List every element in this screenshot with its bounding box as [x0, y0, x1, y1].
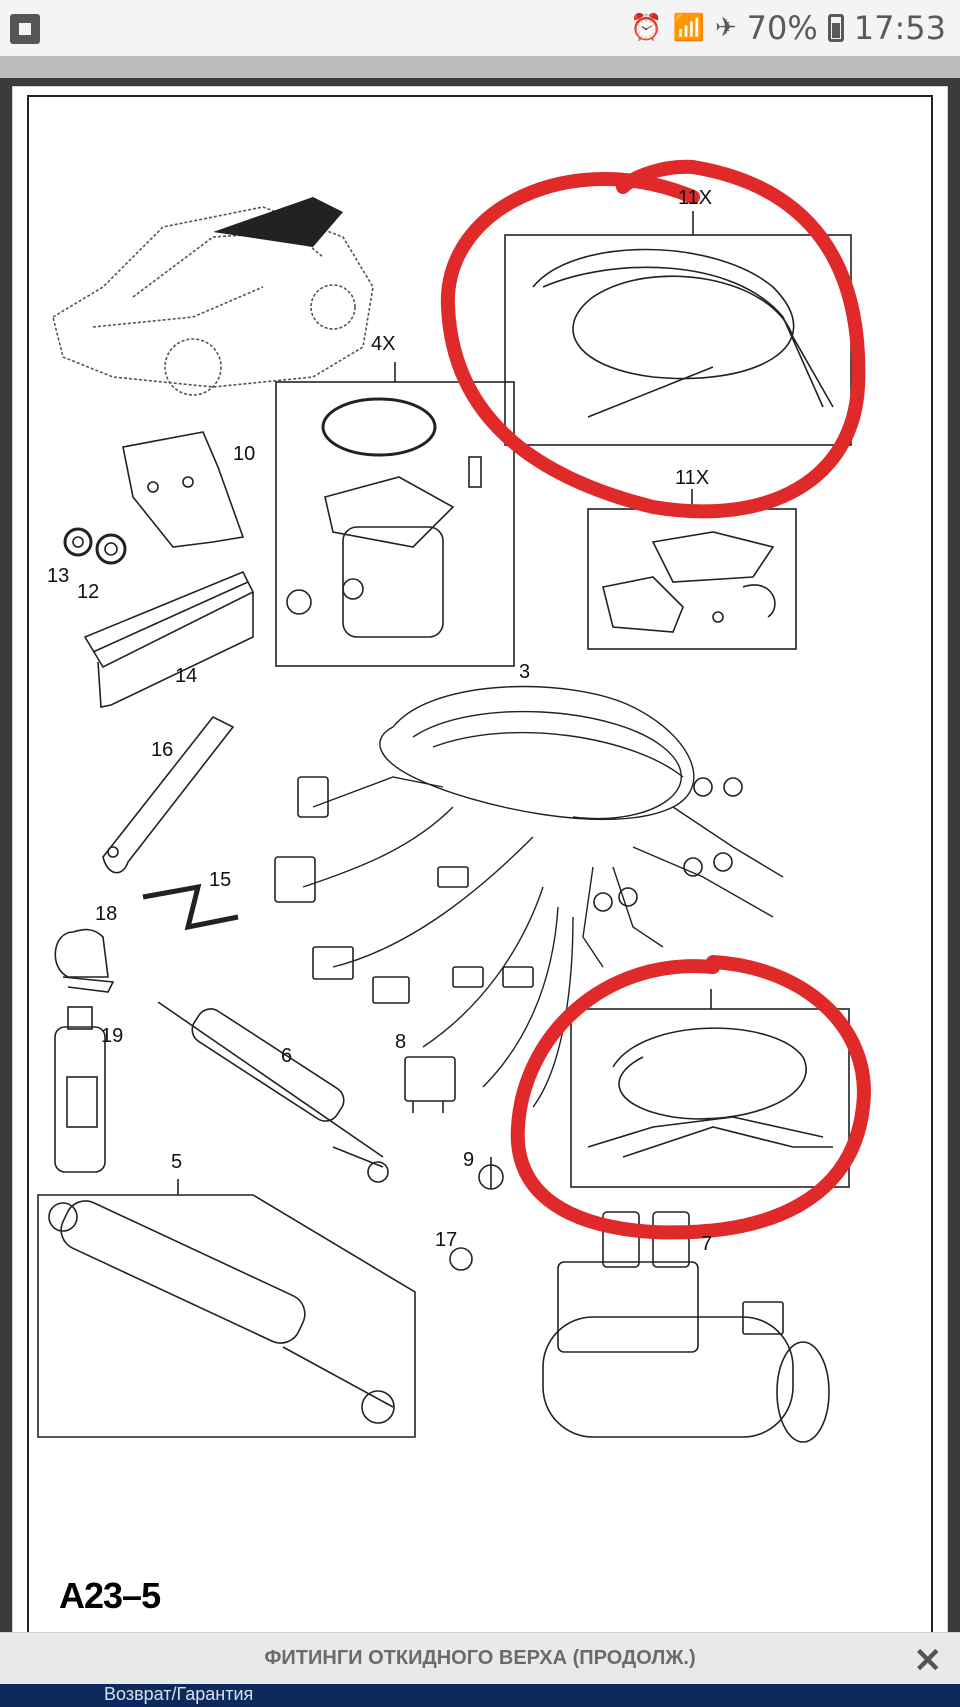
callout-11x-top: 11X [678, 187, 713, 209]
battery-percent: 70% [746, 9, 818, 47]
callout-12: 12 [77, 581, 100, 603]
callout-15: 15 [209, 869, 232, 891]
page-frame [27, 95, 933, 1647]
callout-14: 14 [175, 665, 198, 687]
callout-13: 13 [47, 565, 70, 587]
callout-18: 18 [95, 903, 118, 925]
wifi-icon: 📶 [672, 13, 705, 43]
parts-diagram-page[interactable]: 4X 11X 11X 10 13 12 14 3 16 15 18 19 6 8… [12, 86, 948, 1647]
callout-10: 10 [233, 443, 256, 465]
callout-8: 8 [395, 1031, 407, 1053]
callout-7: 7 [701, 1233, 713, 1255]
airplane-icon: ✈ [714, 13, 737, 43]
parts-diagram-drawing [37, 159, 871, 1443]
callout-11x: 11X [675, 467, 710, 489]
app-notification-icon [10, 14, 40, 44]
caption-title: ФИТИНГИ ОТКИДНОГО ВЕРХА (ПРОДОЛЖ.) [264, 1647, 696, 1669]
battery-icon [827, 14, 844, 42]
caption-bar: ФИТИНГИ ОТКИДНОГО ВЕРХА (ПРОДОЛЖ.) ✕ [0, 1632, 960, 1684]
callout-19: 19 [101, 1025, 124, 1047]
callout-4x: 4X [371, 333, 396, 355]
status-indicators: ⏰ 📶 ✈ 70% 17:53 [630, 8, 946, 48]
clock: 17:53 [853, 9, 946, 47]
alarm-icon: ⏰ [630, 13, 663, 43]
car-illustration [52, 206, 374, 396]
red-annotation-circles [440, 159, 871, 1240]
callout-9: 9 [463, 1149, 475, 1171]
callout-6: 6 [281, 1045, 293, 1067]
status-bar: ⏰ 📶 ✈ 70% 17:53 [0, 0, 960, 56]
background-page-strip: Возврат/Гарантия [0, 1684, 960, 1707]
toolbar-divider [0, 56, 960, 78]
diagram-code: A23–5 [59, 1575, 161, 1616]
callout-3: 3 [519, 661, 531, 683]
callout-5: 5 [171, 1151, 183, 1173]
close-icon[interactable]: ✕ [913, 1642, 943, 1680]
callout-16: 16 [151, 739, 174, 761]
background-link-text[interactable]: Возврат/Гарантия [104, 1684, 254, 1704]
callout-17: 17 [435, 1229, 458, 1251]
